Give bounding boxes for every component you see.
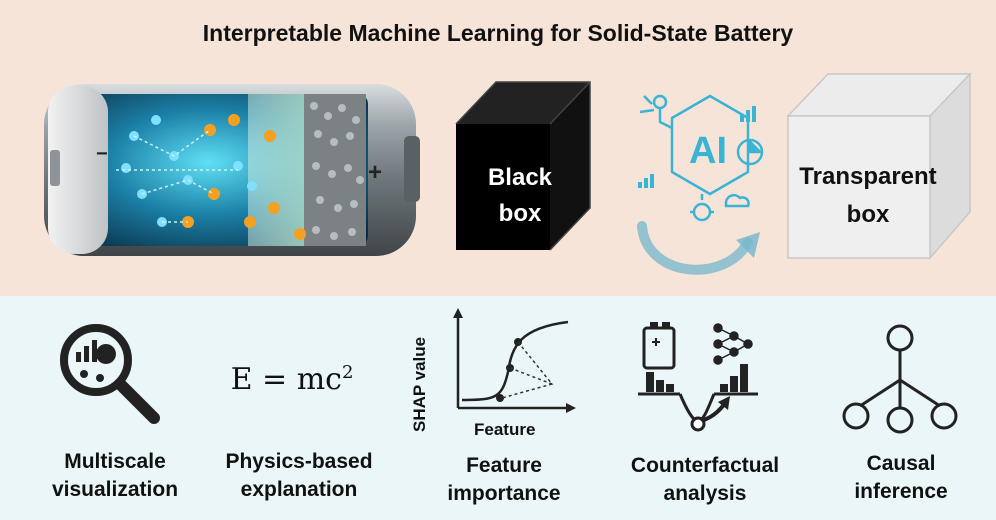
- black-box-cube: [455, 81, 591, 251]
- item-label-causal: Causal inference: [836, 450, 966, 506]
- causal-graph-icon: [842, 324, 958, 434]
- item-label-multiscale: Multiscale visualization: [40, 448, 190, 504]
- item-label-feature-line2: importance: [447, 482, 561, 505]
- transparent-box-label-line1: Transparent: [799, 163, 937, 190]
- counterfactual-icon: [638, 322, 758, 432]
- item-label-physics-line1: Physics-based: [225, 450, 373, 473]
- ai-hexagon-icon: [638, 94, 764, 222]
- transparent-box-label-line2: box: [846, 201, 890, 228]
- ai-label: AI: [689, 130, 727, 172]
- shap-x-axis-label: Feature: [474, 420, 536, 439]
- formula-icon: E = mc2: [222, 362, 362, 397]
- item-label-multiscale-line2: visualization: [51, 478, 179, 501]
- battery-minus-label: −: [96, 143, 108, 165]
- figure-title: Interpretable Machine Learning for Solid…: [202, 20, 794, 46]
- black-box-label-line1: Black: [487, 164, 553, 191]
- curved-arrow-icon: [637, 221, 760, 275]
- black-box-label: Black box: [456, 160, 584, 232]
- item-label-counterfactual: Counterfactual analysis: [612, 452, 798, 508]
- black-box-label-line2: box: [498, 200, 542, 227]
- formula-exponent: 2: [341, 362, 354, 383]
- item-label-feature: Feature importance: [434, 452, 574, 508]
- magnifier-chart-icon: [60, 324, 160, 424]
- formula-text: E = mc: [230, 362, 342, 397]
- item-label-counterfactual-line1: Counterfactual: [630, 454, 780, 477]
- item-label-causal-line2: inference: [854, 480, 948, 503]
- transparent-box-cube: [786, 72, 972, 261]
- item-label-physics: Physics-based explanation: [208, 448, 390, 504]
- shap-curve-icon: [453, 308, 576, 413]
- item-label-physics-line2: explanation: [240, 478, 358, 501]
- item-label-multiscale-line1: Multiscale: [64, 450, 166, 473]
- battery-plus-label: +: [368, 159, 382, 186]
- item-label-feature-line1: Feature: [466, 454, 542, 477]
- item-label-counterfactual-line2: analysis: [663, 482, 747, 505]
- battery-illustration: − +: [44, 84, 420, 256]
- item-label-causal-line1: Causal: [866, 452, 936, 475]
- shap-y-axis-label: SHAP value: [410, 336, 429, 432]
- transparent-box-label: Transparent box: [786, 158, 950, 234]
